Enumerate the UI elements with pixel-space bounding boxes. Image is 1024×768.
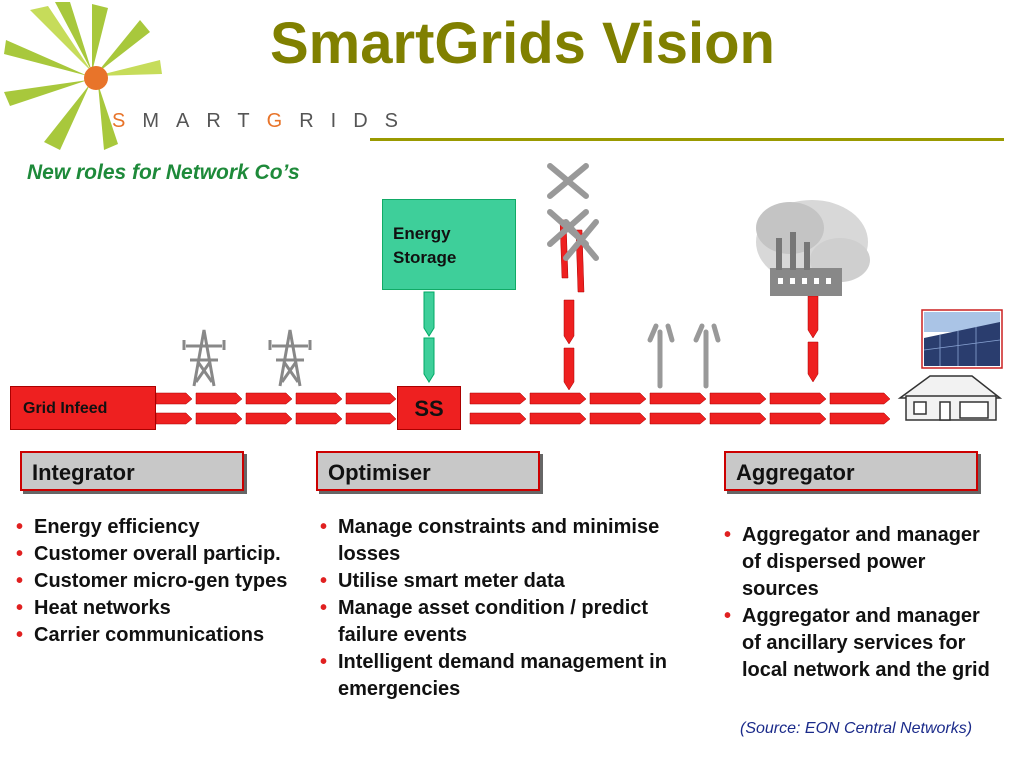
list-item: Intelligent demand management in emergen…: [318, 649, 702, 703]
solar-panel-icon: [921, 309, 1003, 369]
pylon-icon: [268, 329, 312, 387]
wind-flow-arrows: [559, 219, 585, 391]
list-item: Manage asset condition / predict failure…: [318, 595, 702, 649]
list-item: Heat networks: [14, 595, 314, 622]
wind-turbine-icon: [547, 163, 599, 261]
brand-wordmark: SMARTGRIDS: [112, 110, 416, 132]
list-item: Manage constraints and minimise losses: [318, 514, 702, 568]
role-optimiser: Optimiser: [316, 451, 540, 491]
role-integrator: Integrator: [20, 451, 244, 491]
list-item: Energy efficiency: [14, 514, 314, 541]
storage-flow-arrows: [423, 291, 435, 383]
source-note: (Source: EON Central Networks): [740, 720, 973, 737]
list-item: Customer overall particip.: [14, 541, 314, 568]
grid-infeed-box: Grid Infeed: [10, 386, 156, 430]
pylon-icon: [182, 329, 226, 387]
smartgrids-logo-icon: [4, 2, 162, 150]
factory-icon: [756, 200, 870, 296]
grid-flow-diagram: [155, 163, 1003, 425]
list-item: Aggregator and manager of dispersed powe…: [722, 522, 994, 603]
house-icon: [897, 375, 1003, 421]
title-divider: [370, 138, 1004, 141]
aggregator-bullets: Aggregator and manager of dispersed powe…: [722, 522, 994, 684]
role-aggregator: Aggregator: [724, 451, 978, 491]
list-item: Carrier communications: [14, 622, 314, 649]
list-item: Aggregator and manager of ancillary serv…: [722, 603, 994, 684]
substation-box: SS: [397, 386, 461, 430]
list-item: Customer micro-gen types: [14, 568, 314, 595]
list-item: Utilise smart meter data: [318, 568, 702, 595]
integrator-bullets: Energy efficiency Customer overall parti…: [14, 514, 314, 649]
subtitle: New roles for Network Co’s: [27, 161, 300, 184]
page-title: SmartGrids Vision: [270, 11, 775, 76]
telecom-mast-icon: [647, 323, 721, 389]
flow-arrows-left: [155, 392, 397, 425]
factory-flow-arrows: [807, 295, 819, 383]
optimiser-bullets: Manage constraints and minimise losses U…: [318, 514, 702, 703]
flow-arrows-right: [469, 392, 891, 425]
